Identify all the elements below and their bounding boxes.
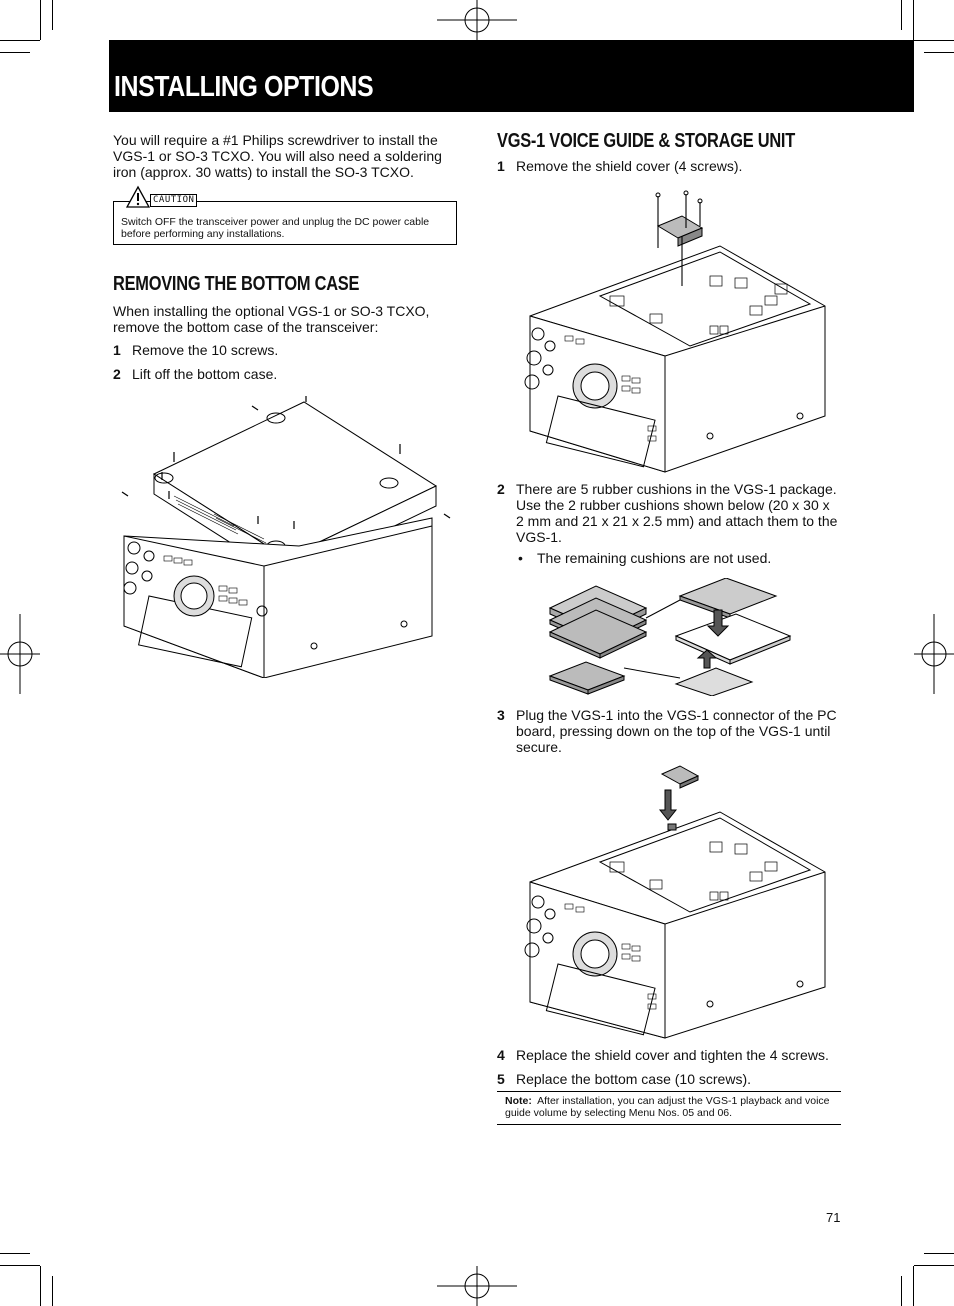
shield-cover-removal-illustration xyxy=(524,190,826,473)
rubber-cushions-illustration xyxy=(548,578,792,696)
step-number: 5 xyxy=(497,1071,505,1087)
step-number: 2 xyxy=(113,366,121,382)
registration-mark-top xyxy=(437,0,517,40)
step-text: Replace the shield cover and tighten the… xyxy=(516,1047,829,1063)
caution-tag: CAUTION xyxy=(150,194,198,207)
registration-mark-bottom xyxy=(437,1266,517,1306)
note-label: Note: xyxy=(505,1095,532,1107)
note-text: Note: After installation, you can adjust… xyxy=(505,1095,835,1119)
right-step-5: 5 Replace the bottom case (10 screws). xyxy=(497,1071,842,1089)
warning-icon xyxy=(126,185,150,208)
page-number: 71 xyxy=(826,1210,841,1225)
bullet-dot: • xyxy=(518,550,523,566)
right-step-3: 3 Plug the VGS-1 into the VGS-1 connecto… xyxy=(497,707,842,757)
heading-vgs1: VGS-1 VOICE GUIDE & STORAGE UNIT xyxy=(497,130,796,152)
step-text: Plug the VGS-1 into the VGS-1 connector … xyxy=(516,707,837,755)
removing-intro: When installing the optional VGS-1 or SO… xyxy=(113,303,430,335)
right-step-2: 2 There are 5 rubber cushions in the VGS… xyxy=(497,481,842,547)
step-number: 4 xyxy=(497,1047,505,1063)
page-title: INSTALLING OPTIONS xyxy=(114,71,374,103)
caution-box: Switch OFF the transceiver power and unp… xyxy=(113,201,457,245)
step-number: 1 xyxy=(497,158,505,174)
right-step-4: 4 Replace the shield cover and tighten t… xyxy=(497,1047,842,1065)
step-text: Remove the 10 screws. xyxy=(132,342,279,358)
caution-text: Switch OFF the transceiver power and unp… xyxy=(121,216,430,240)
bullet-text: The remaining cushions are not used. xyxy=(537,550,772,566)
intro-paragraph: You will require a #1 Philips screwdrive… xyxy=(113,132,442,180)
registration-mark-right xyxy=(914,614,954,694)
left-step-2: 2 Lift off the bottom case. xyxy=(113,366,453,384)
bottom-case-removal-illustration xyxy=(121,396,451,678)
note-box: Note: After installation, you can adjust… xyxy=(497,1091,841,1125)
heading-removing-bottom-case: REMOVING THE BOTTOM CASE xyxy=(113,273,360,295)
step-number: 2 xyxy=(497,481,505,497)
note-body: After installation, you can adjust the V… xyxy=(505,1095,830,1119)
step-text: Remove the shield cover (4 screws). xyxy=(516,158,743,174)
step-text: Lift off the bottom case. xyxy=(132,366,278,382)
right-step-1: 1 Remove the shield cover (4 screws). xyxy=(497,158,842,176)
vgs1-plugging-illustration xyxy=(524,765,826,1039)
step-text: There are 5 rubber cushions in the VGS-1… xyxy=(516,481,838,545)
registration-mark-left xyxy=(0,614,40,694)
step-number: 1 xyxy=(113,342,121,358)
step-number: 3 xyxy=(497,707,505,723)
title-bar: INSTALLING OPTIONS xyxy=(109,40,914,112)
step-text: Replace the bottom case (10 screws). xyxy=(516,1071,751,1087)
left-step-1: 1 Remove the 10 screws. xyxy=(113,342,453,360)
